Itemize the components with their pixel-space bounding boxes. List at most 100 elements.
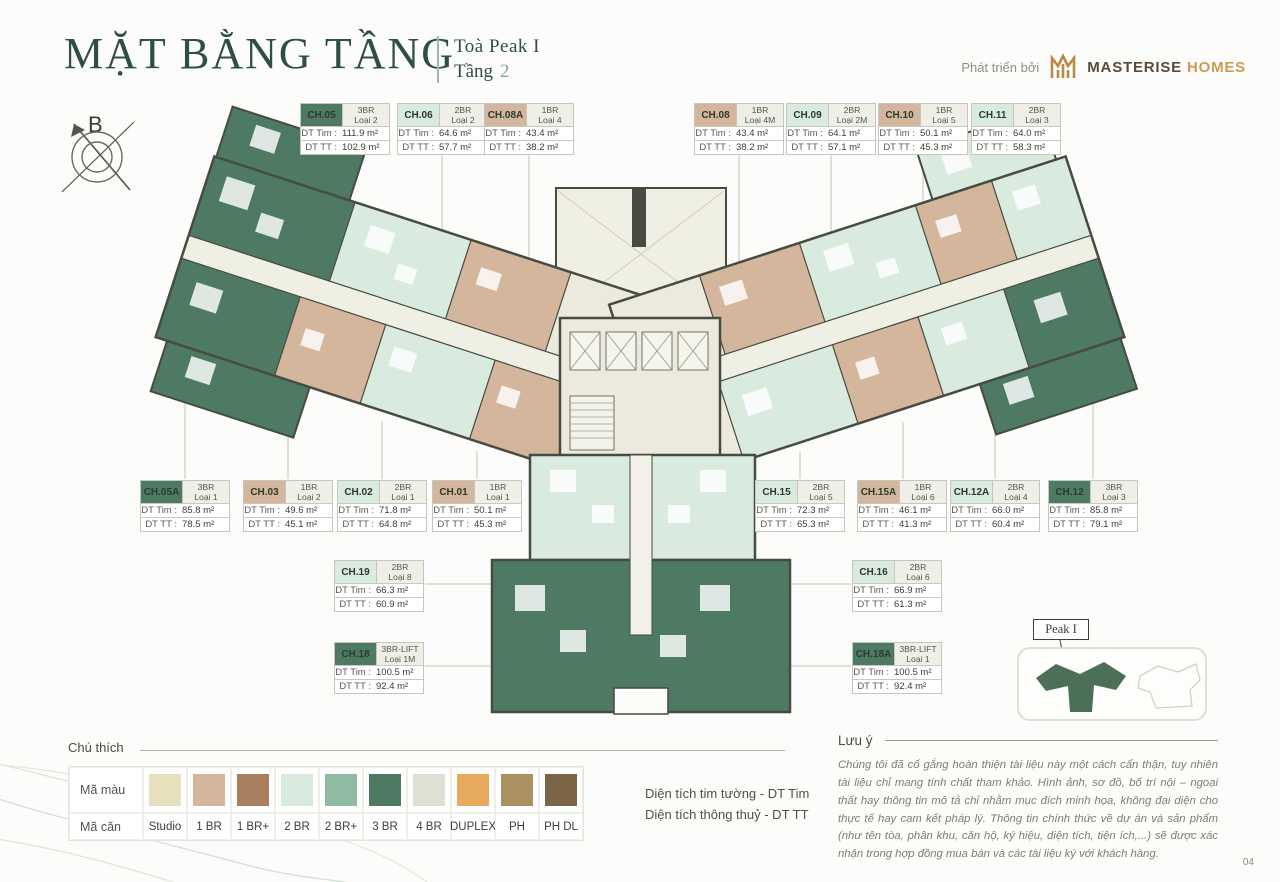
unit-dt-tim-row: DT Tim :64.0 m² xyxy=(972,126,1060,140)
peak1-footprint xyxy=(1036,662,1126,712)
legend-color-swatch xyxy=(237,774,269,806)
peak1-minimap xyxy=(1017,639,1207,721)
unit-code: CH.11 xyxy=(972,104,1014,126)
stairs xyxy=(569,395,615,451)
unit-dt-tim-row: DT Tim :66.3 m² xyxy=(335,583,423,597)
unit-dt-tim-row: DT Tim :71.8 m² xyxy=(338,503,426,517)
unit-dt-tim-row: DT Tim :66.0 m² xyxy=(951,503,1039,517)
unit-card: CH.02 2BR Loại 1 DT Tim :71.8 m² DT TT :… xyxy=(337,480,427,532)
developer-prefix: Phát triển bởi xyxy=(961,59,1040,75)
compass-icon: B xyxy=(61,112,135,193)
legend-color-swatch xyxy=(501,774,533,806)
unit-dt-tim-row: DT Tim :43.4 m² xyxy=(695,126,783,140)
unit-dt-tt-row: DT TT :60.9 m² xyxy=(335,597,423,611)
unit-card: CH.08A 1BR Loại 4 DT Tim :43.4 m² DT TT … xyxy=(484,103,574,155)
unit-dt-tt-row: DT TT :60.4 m² xyxy=(951,517,1039,531)
unit-card: CH.05 3BR Loại 2 DT Tim :111.9 m² DT TT … xyxy=(300,103,390,155)
unit-dt-tim-row: DT Tim :66.9 m² xyxy=(853,583,941,597)
unit-type: 1BR Loại 6 xyxy=(900,481,946,503)
unit-card: CH.05A 3BR Loại 1 DT Tim :85.8 m² DT TT … xyxy=(140,480,230,532)
unit-type: 1BR Loại 4 xyxy=(527,104,573,126)
unit-dt-tt-row: DT TT :102.9 m² xyxy=(301,140,389,154)
unit-type: 2BR Loại 5 xyxy=(798,481,844,503)
legend-type-label: 2 BR+ xyxy=(319,813,363,840)
unit-type: 1BR Loại 2 xyxy=(286,481,332,503)
unit-code: CH.06 xyxy=(398,104,440,126)
unit-dt-tim-row: DT Tim :64.1 m² xyxy=(787,126,875,140)
unit-type: 2BR Loại 8 xyxy=(377,561,423,583)
unit-type: 2BR Loại 2M xyxy=(829,104,875,126)
unit-dt-tim-row: DT Tim :46.1 m² xyxy=(858,503,946,517)
legend-type-label: 1 BR xyxy=(187,813,231,840)
unit-dt-tim-row: DT Tim :49.6 m² xyxy=(244,503,332,517)
other-tower-footprint xyxy=(1137,663,1201,709)
unit-type: 2BR Loại 4 xyxy=(993,481,1039,503)
unit-dt-tim-row: DT Tim :100.5 m² xyxy=(335,665,423,679)
unit-dt-tt-row: DT TT :45.3 m² xyxy=(879,140,967,154)
unit-type: 1BR Loại 4M xyxy=(737,104,783,126)
unit-dt-tt-row: DT TT :58.3 m² xyxy=(972,140,1060,154)
unit-dt-tt-row: DT TT :92.4 m² xyxy=(853,679,941,693)
legend-type-label: 3 BR xyxy=(363,813,407,840)
unit-dt-tt-row: DT TT :38.2 m² xyxy=(485,140,573,154)
unit-code: CH.18A xyxy=(853,643,895,665)
masterise-logo-icon xyxy=(1050,53,1076,78)
unit-type: 3BR Loại 3 xyxy=(1091,481,1137,503)
unit-code: CH.01 xyxy=(433,481,475,503)
unit-code: CH.12 xyxy=(1049,481,1091,503)
unit-card: CH.10 1BR Loại 5 DT Tim :50.1 m² DT TT :… xyxy=(878,103,968,155)
building-name: Toà Peak I xyxy=(454,36,540,57)
legend-color-swatch xyxy=(413,774,445,806)
disclaimer-title: Lưu ý xyxy=(838,733,873,748)
legend-color-swatch xyxy=(369,774,401,806)
unit-dt-tim-row: DT Tim :43.4 m² xyxy=(485,126,573,140)
unit-type: 3BR Loại 2 xyxy=(343,104,389,126)
legend-item: 4 BR xyxy=(407,767,451,840)
unit-dt-tim-row: DT Tim :50.1 m² xyxy=(879,126,967,140)
floor-plan xyxy=(149,105,1139,715)
legend-item: PH DL xyxy=(539,767,583,840)
unit-card: CH.09 2BR Loại 2M DT Tim :64.1 m² DT TT … xyxy=(786,103,876,155)
unit-dt-tt-row: DT TT :61.3 m² xyxy=(853,597,941,611)
unit-dt-tim-row: DT Tim :85.8 m² xyxy=(141,503,229,517)
legend-type-label: DUPLEX xyxy=(450,813,496,840)
unit-dt-tim-row: DT Tim :64.6 m² xyxy=(398,126,486,140)
legend-rule xyxy=(140,750,785,751)
unit-card: CH.15A 1BR Loại 6 DT Tim :46.1 m² DT TT … xyxy=(857,480,947,532)
unit-type: 2BR Loại 2 xyxy=(440,104,486,126)
legend-color-swatch xyxy=(545,774,577,806)
legend-color-swatch xyxy=(457,774,489,806)
unit-type: 3BR-LIFT Loại 1 xyxy=(895,643,941,665)
unit-dt-tim-row: DT Tim :111.9 m² xyxy=(301,126,389,140)
unit-type: 2BR Loại 1 xyxy=(380,481,426,503)
unit-code: CH.03 xyxy=(244,481,286,503)
unit-card: CH.08 1BR Loại 4M DT Tim :43.4 m² DT TT … xyxy=(694,103,784,155)
unit-code: CH.16 xyxy=(853,561,895,583)
unit-card: CH.19 2BR Loại 8 DT Tim :66.3 m² DT TT :… xyxy=(334,560,424,612)
legend-item: 2 BR+ xyxy=(319,767,363,840)
disclaimer-body: Chúng tôi đã cố gắng hoàn thiện tài liệu… xyxy=(838,759,1218,861)
disclaimer-block: Lưu ý Chúng tôi đã cố gắng hoàn thiện tà… xyxy=(838,733,1218,864)
area-note-dt-tt: Diện tích thông thuỷ - DT TT xyxy=(645,807,809,823)
unit-code: CH.19 xyxy=(335,561,377,583)
legend-color-swatch xyxy=(149,774,181,806)
legend-item: 2 BR xyxy=(275,767,319,840)
unit-code: CH.09 xyxy=(787,104,829,126)
unit-dt-tt-row: DT TT :41.3 m² xyxy=(858,517,946,531)
unit-type: 2BR Loại 6 xyxy=(895,561,941,583)
unit-type: 3BR Loại 1 xyxy=(183,481,229,503)
legend-type-label: PH xyxy=(495,813,539,840)
unit-type: 3BR-LIFT Loại 1M xyxy=(377,643,423,665)
minimap-label: Peak I xyxy=(1033,619,1089,640)
legend-color-swatch xyxy=(325,774,357,806)
unit-code: CH.15A xyxy=(858,481,900,503)
unit-card: CH.11 2BR Loại 3 DT Tim :64.0 m² DT TT :… xyxy=(971,103,1061,155)
unit-dt-tt-row: DT TT :57.7 m² xyxy=(398,140,486,154)
legend-item: 1 BR xyxy=(187,767,231,840)
legend-color-swatch xyxy=(281,774,313,806)
legend-type-label: 2 BR xyxy=(275,813,319,840)
unit-dt-tt-row: DT TT :38.2 m² xyxy=(695,140,783,154)
